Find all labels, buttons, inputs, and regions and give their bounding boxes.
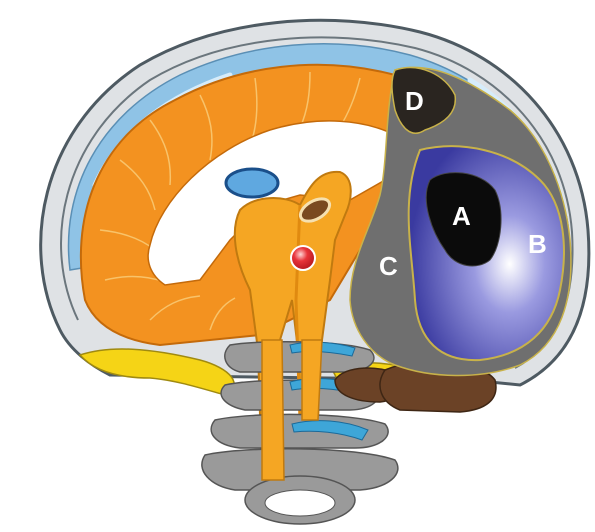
label-a: A [452,201,471,231]
label-c: C [379,251,398,281]
spinal-cord-overlay [262,340,284,480]
red-dot [291,246,315,270]
spinal-cord-overlay-right [302,340,322,420]
label-b: B [528,229,547,259]
spinal-canal [265,490,335,516]
blue-oval [226,169,278,197]
label-d: D [405,86,424,116]
